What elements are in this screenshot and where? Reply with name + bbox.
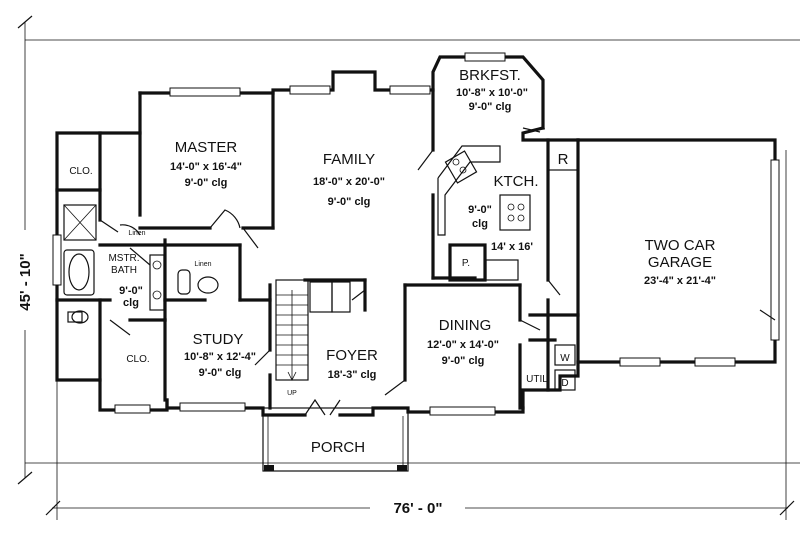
pantry-label: P. (462, 258, 470, 269)
brkfst-size: 10'-8" x 10'-0" (456, 87, 528, 99)
study-clg: 9'-0" clg (199, 367, 242, 379)
brkfst-name: BRKFST. (459, 67, 521, 84)
bath-fixtures (63, 204, 219, 324)
room-label-study: STUDY 10'-8" x 12'-4" 9'-0" clg (184, 331, 256, 379)
master-clg: 9'-0" clg (185, 177, 228, 189)
mstr-bath-name-1: MSTR. (108, 253, 139, 264)
stair-up-label: UP (287, 390, 297, 397)
dimension-lines (16, 15, 800, 520)
mstr-bath-name-2: BATH (111, 265, 137, 276)
study-size: 10'-8" x 12'-4" (184, 351, 256, 363)
garage-name-1: TWO CAR (645, 237, 716, 254)
room-label-ktch: KTCH. 9'-0" clg 14' x 16' (468, 173, 538, 253)
master-size: 14'-0" x 16'-4" (170, 161, 242, 173)
overall-width-label: 76' - 0" (393, 500, 442, 517)
room-label-brkfst: BRKFST. 10'-8" x 10'-0" 9'-0" clg (456, 67, 528, 113)
ktch-name: KTCH. (494, 173, 539, 190)
linen-hall-label: Linen (194, 261, 211, 268)
room-label-family: FAMILY 18'-0" x 20'-0" 9'-0" clg (313, 151, 385, 208)
refrigerator-label: R (558, 151, 569, 168)
garage-name-2: GARAGE (648, 254, 712, 271)
room-label-porch: PORCH (311, 439, 365, 456)
kitchen-counters (437, 139, 579, 236)
dryer-label: D (561, 378, 568, 389)
linen-bath-label: Linen (128, 230, 145, 237)
room-label-master: MASTER 14'-0" x 16'-4" 9'-0" clg (170, 139, 242, 189)
room-label-dining: DINING 12'-0" x 14'-0" 9'-0" clg (427, 317, 499, 367)
closet-top-label: CLO. (69, 166, 92, 177)
interior-walls (55, 88, 580, 410)
doors (99, 127, 776, 416)
overall-depth-label: 45' - 10" (17, 253, 34, 310)
dining-name: DINING (439, 317, 492, 334)
porch-name: PORCH (311, 439, 365, 456)
family-clg: 9'-0" clg (328, 196, 371, 208)
room-label-foyer: FOYER 18'-3" clg (326, 347, 378, 381)
stair (276, 281, 351, 381)
closet-bottom-label: CLO. (126, 354, 149, 365)
dining-clg: 9'-0" clg (442, 355, 485, 367)
family-name: FAMILY (323, 151, 375, 168)
room-label-garage: TWO CAR GARAGE 23'-4" x 21'-4" (644, 237, 716, 287)
foyer-clg: 18'-3" clg (328, 369, 377, 381)
study-name: STUDY (193, 331, 244, 348)
ktch-clg2: clg (472, 218, 488, 230)
dining-size: 12'-0" x 14'-0" (427, 339, 499, 351)
garage-size: 23'-4" x 21'-4" (644, 275, 716, 287)
ktch-size: 14' x 16' (491, 241, 533, 253)
mstr-bath-clg1: 9'-0" (119, 285, 143, 297)
family-size: 18'-0" x 20'-0" (313, 176, 385, 188)
master-name: MASTER (175, 139, 238, 156)
windows (52, 52, 780, 416)
brkfst-clg: 9'-0" clg (469, 101, 512, 113)
foyer-name: FOYER (326, 347, 378, 364)
util-label: UTIL (526, 374, 548, 385)
ktch-clg1: 9'-0" (468, 204, 492, 216)
washer-label: W (560, 353, 570, 364)
room-label-mstr-bath: MSTR. BATH 9'-0" clg (108, 253, 142, 309)
mstr-bath-clg2: clg (123, 297, 139, 309)
